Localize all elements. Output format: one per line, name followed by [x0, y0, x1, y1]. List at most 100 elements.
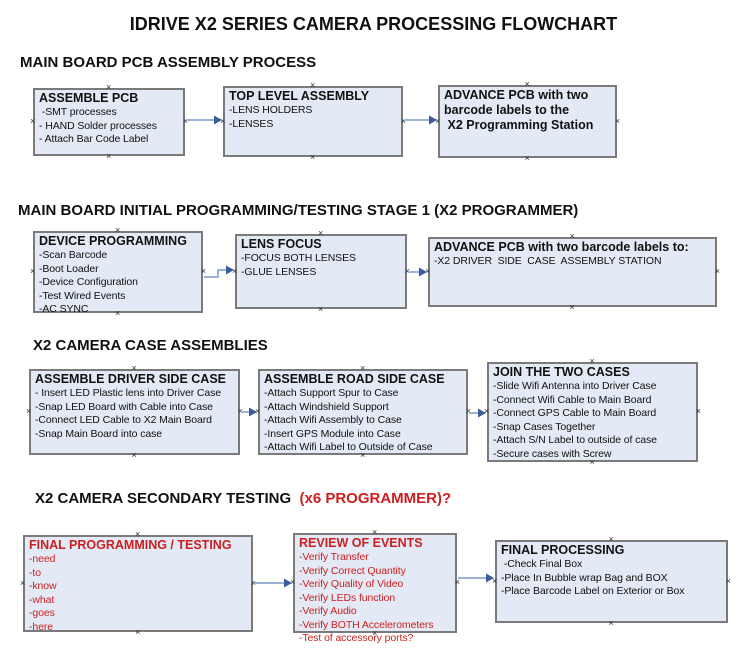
- flow-arrow: [458, 573, 494, 583]
- box-line: -LENSES: [229, 117, 274, 130]
- box-line: -Snap Main Board into case: [35, 427, 162, 440]
- box-line: - HAND Solder processes: [39, 119, 157, 132]
- flow-box-assemble-driver-side-case: ASSEMBLE DRIVER SIDE CASE - Insert LED P…: [26, 364, 243, 460]
- box-title: ASSEMBLE ROAD SIDE CASE: [264, 372, 445, 386]
- box-title: FINAL PROGRAMMING / TESTING: [29, 538, 232, 552]
- box-line: -Connect GPS Cable to Main Board: [493, 407, 657, 419]
- box-line: -Attach S/N Label to outside of case: [493, 434, 657, 446]
- box-title: ASSEMBLE DRIVER SIDE CASE: [35, 372, 227, 386]
- flow-arrow: [408, 267, 427, 277]
- flow-arrow: [469, 408, 486, 418]
- box-line: -Verify Correct Quantity: [299, 564, 406, 577]
- box-line: -Place Barcode Label on Exterior or Box: [501, 585, 685, 597]
- box-line: -Connect LED Cable to X2 Main Board: [35, 414, 212, 426]
- box-line: -Verify Quality of Video: [299, 578, 404, 590]
- box-line: -X2 DRIVER SIDE CASE ASSEMBLY STATION: [434, 255, 662, 267]
- connection-point-icon: ×: [131, 450, 137, 460]
- box-line: -Slide Wifi Antenna into Driver Case: [493, 380, 657, 392]
- box-line: -Test Wired Events: [39, 289, 126, 302]
- flow-box-assemble-road-side-case: ASSEMBLE ROAD SIDE CASE -Attach Support …: [255, 364, 471, 460]
- box-line: -Verify LEDs function: [299, 591, 395, 604]
- box-line: -Snap LED Board with Cable into Case: [35, 400, 213, 413]
- box-line: -Verify Audio: [299, 605, 357, 617]
- section-header-black-part: X2 CAMERA SECONDARY TESTING: [35, 490, 296, 507]
- box-line: -here: [29, 620, 54, 633]
- flow-arrow: [404, 115, 437, 125]
- connection-point-icon: ×: [26, 406, 32, 416]
- box-line: -Secure cases with Screw: [493, 447, 612, 460]
- box-line: -GLUE LENSES: [241, 265, 317, 278]
- box-lines: -X2 DRIVER SIDE CASE ASSEMBLY STATION: [434, 255, 712, 269]
- box-line: -Check Final Box: [501, 558, 583, 570]
- box-lines: -Slide Wifi Antenna into Driver Case-Con…: [493, 380, 693, 461]
- box-line: -Verify BOTH Accelerometers: [299, 618, 434, 631]
- flow-arrow: [241, 407, 257, 417]
- connection-point-icon: ×: [310, 152, 316, 162]
- box-line: -to: [29, 566, 41, 579]
- box-line: -need: [29, 553, 56, 565]
- page-title: IDRIVE X2 SERIES CAMERA PROCESSING FLOWC…: [129, 14, 618, 34]
- box-title: LENS FOCUS: [241, 237, 322, 251]
- box-title: JOIN THE TWO CASES: [493, 365, 630, 379]
- box-lines: -Verify Transfer-Verify Correct Quantity…: [299, 551, 452, 646]
- box-lines: -Check Final Box-Place In Bubble wrap Ba…: [501, 558, 723, 599]
- connection-point-icon: ×: [30, 116, 36, 126]
- flow-arrow: [254, 578, 292, 588]
- flow-box-review-of-events: REVIEW OF EVENTS -Verify Transfer-Verify…: [290, 528, 460, 645]
- box-line: -Device Configuration: [39, 276, 138, 288]
- box-title: DEVICE PROGRAMMING: [39, 234, 187, 248]
- box-line: -Attach Wifi Assembly to Case: [264, 414, 402, 426]
- box-line: -Attach Windshield Support: [264, 400, 389, 413]
- connection-point-icon: ×: [714, 266, 720, 276]
- flow-box-advance-pcb-driver-side-station: ADVANCE PCB with two barcode labels to: …: [425, 232, 720, 312]
- box-line: - Insert LED Plastic lens into Driver Ca…: [35, 387, 222, 399]
- connection-point-icon: ×: [725, 575, 731, 586]
- section-header-case-assemblies: X2 CAMERA CASE ASSEMBLIES: [33, 337, 268, 354]
- flow-box-assemble-pcb: ASSEMBLE PCB -SMT processes- HAND Solder…: [30, 83, 188, 161]
- box-line: -AC SYNC: [39, 303, 89, 315]
- section-header-pcb-assembly: MAIN BOARD PCB ASSEMBLY PROCESS: [20, 54, 317, 71]
- box-line: -Snap Cases Together: [493, 420, 596, 433]
- flow-box-advance-pcb-programming-station: ADVANCE PCB with two barcode labels to t…: [435, 80, 620, 163]
- box-lines: -need-to-know-what-goes-here: [29, 553, 248, 634]
- box-line: -Connect Wifi Cable to Main Board: [493, 393, 652, 406]
- flow-box-lens-focus: LENS FOCUS -FOCUS BOTH LENSES-GLUE LENSE…: [232, 229, 410, 314]
- box-title: ADVANCE PCB with two barcode labels to:: [434, 240, 689, 254]
- flow-box-join-the-two-cases: JOIN THE TWO CASES -Slide Wifi Antenna i…: [484, 357, 701, 467]
- box-title: FINAL PROCESSING: [501, 543, 625, 557]
- flow-arrow: [204, 265, 234, 278]
- box-line: -what: [29, 593, 55, 606]
- box-title: ASSEMBLE PCB: [39, 91, 139, 105]
- flow-box-top-level-assembly: TOP LEVEL ASSEMBLY -LENS HOLDERS-LENSES …: [220, 81, 406, 162]
- connection-point-icon: ×: [524, 153, 530, 163]
- box-line: -LENS HOLDERS: [229, 104, 313, 116]
- box-lines: -Scan Barcode-Boot Loader-Device Configu…: [39, 249, 198, 317]
- box-lines: -LENS HOLDERS-LENSES: [229, 104, 398, 131]
- box-title: REVIEW OF EVENTS: [299, 536, 423, 550]
- connection-point-icon: ×: [569, 302, 575, 312]
- connection-point-icon: ×: [20, 577, 26, 588]
- box-line: -Attach Wifi Label to Outside of Case: [264, 441, 433, 453]
- box-lines: -SMT processes- HAND Solder processes- A…: [39, 106, 180, 147]
- flow-arrow: [186, 115, 222, 125]
- flow-box-final-processing: FINAL PROCESSING -Check Final Box-Place …: [492, 535, 731, 628]
- connection-point-icon: ×: [318, 304, 324, 314]
- connection-point-icon: ×: [614, 115, 620, 126]
- flow-box-final-programming-testing: FINAL PROGRAMMING / TESTING -need-to-kno…: [20, 530, 256, 637]
- box-line: -know: [29, 580, 57, 592]
- box-line: -Place In Bubble wrap Bag and BOX: [501, 571, 668, 584]
- box-title: ADVANCE PCB with two barcode labels to t…: [444, 88, 594, 132]
- connection-point-icon: ×: [106, 151, 112, 161]
- box-line: -SMT processes: [39, 106, 117, 118]
- box-line: -Verify Transfer: [299, 551, 369, 563]
- box-line: -Scan Barcode: [39, 249, 108, 261]
- box-title: TOP LEVEL ASSEMBLY: [229, 89, 370, 103]
- box-line: -Insert GPS Module into Case: [264, 427, 401, 440]
- section-header-initial-programming: MAIN BOARD INITIAL PROGRAMMING/TESTING S…: [18, 202, 579, 219]
- box-line: -Test of accessory ports?: [299, 632, 414, 644]
- box-line: -Attach Support Spur to Case: [264, 387, 399, 399]
- connection-point-icon: ×: [695, 406, 701, 416]
- connection-point-icon: ×: [30, 266, 36, 276]
- box-lines: -FOCUS BOTH LENSES-GLUE LENSES: [241, 252, 402, 279]
